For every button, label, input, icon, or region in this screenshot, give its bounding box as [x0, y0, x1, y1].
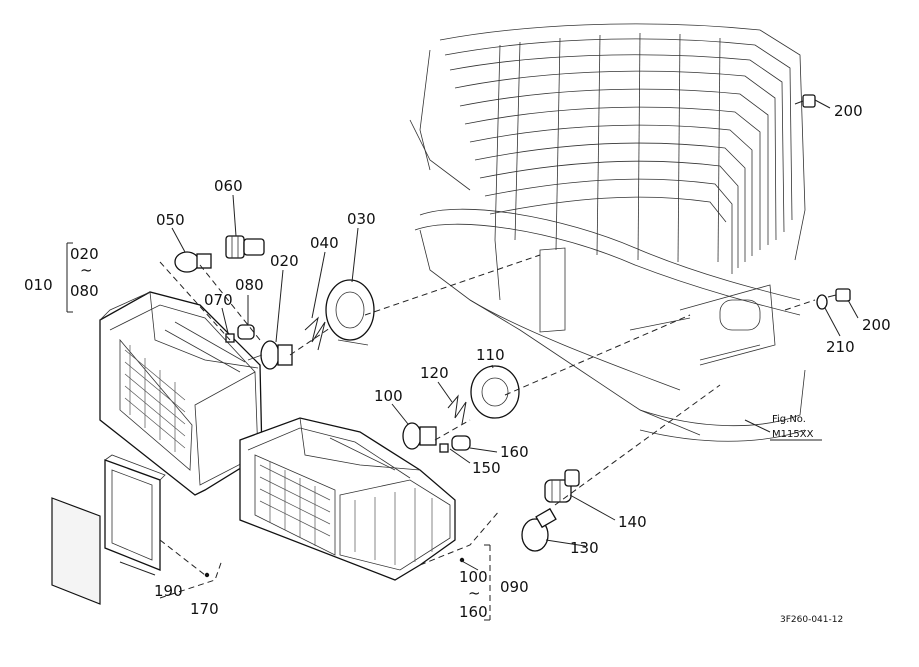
left-combination-lamp: [99, 291, 263, 496]
leader-lines: [66, 99, 859, 621]
bulb-070: [225, 333, 235, 343]
right-combination-lamp: [239, 417, 456, 581]
label-range-tilde-b: ~: [468, 584, 481, 602]
label-140: 140: [618, 513, 647, 531]
label-040: 040: [310, 234, 339, 252]
bulb-100: [402, 422, 437, 450]
reflector-030: [325, 279, 375, 346]
label-010: 010: [24, 276, 53, 294]
figure-reference-number: M115XX: [772, 429, 814, 440]
label-170: 170: [190, 600, 219, 618]
label-100: 100: [374, 387, 403, 405]
label-210: 210: [826, 338, 855, 356]
label-030: 030: [347, 210, 376, 228]
lens-plate: [51, 497, 101, 605]
lens-gasket: [104, 454, 166, 571]
bolt-200-right: [827, 288, 851, 302]
label-120: 120: [420, 364, 449, 382]
part-labels: 010 020 ~ 080 050 060 070 080 020 040 03…: [24, 102, 891, 625]
label-150: 150: [472, 459, 501, 477]
label-080: 080: [235, 276, 264, 294]
spring-040: [304, 316, 326, 351]
label-160-range-end: 160: [459, 603, 488, 621]
label-range-tilde-a: ~: [80, 261, 93, 279]
spring-120: [447, 394, 467, 425]
label-110: 110: [476, 346, 505, 364]
label-200-top: 200: [834, 102, 863, 120]
socket-160: [451, 435, 471, 451]
label-190: 190: [154, 582, 183, 600]
washer-210: [816, 294, 828, 310]
label-130: 130: [570, 539, 599, 557]
label-070: 070: [204, 291, 233, 309]
bulb-050: [174, 251, 212, 273]
label-060: 060: [214, 177, 243, 195]
label-100-range-start: 100: [459, 568, 488, 586]
reflector-110: [470, 365, 520, 419]
label-160: 160: [500, 443, 529, 461]
label-020-range-start: 020: [70, 245, 99, 263]
label-200-right: 200: [862, 316, 891, 334]
bulb-130: [521, 507, 557, 552]
label-080-range-end: 080: [70, 282, 99, 300]
label-020: 020: [270, 252, 299, 270]
socket-140: [544, 469, 580, 503]
bulb-150: [439, 443, 449, 453]
label-050: 050: [156, 211, 185, 229]
front-grille: [409, 23, 806, 442]
bulb-020: [247, 340, 293, 370]
bolt-200-top: [794, 94, 816, 108]
socket-080: [237, 324, 255, 340]
figure-reference-title: Fig.No.: [772, 414, 806, 425]
label-090: 090: [500, 578, 529, 596]
drawing-code: 3F260-041-12: [780, 615, 843, 625]
socket-060: [225, 235, 265, 259]
